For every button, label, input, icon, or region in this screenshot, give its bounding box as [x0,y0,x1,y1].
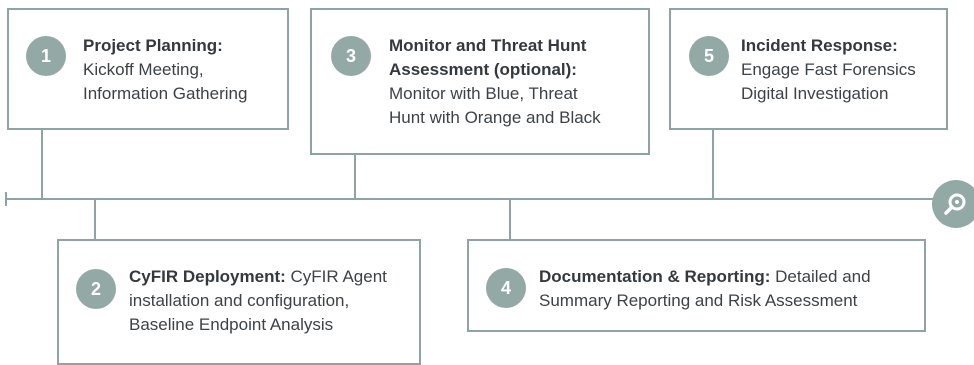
step-4-title-tail: Detailed and [770,267,871,286]
step-5-line-2: Digital Investigation [741,84,889,103]
step-5-title: Incident Response: [741,36,898,55]
magnifier-glyph [944,193,966,215]
step-3-badge: 3 [331,36,371,76]
step-3-title-line-2: Assessment (optional): [389,60,577,79]
step-2-badge: 2 [76,269,116,309]
step-5-text: Incident Response: Engage Fast Forensics… [741,34,946,106]
step-1-badge: 1 [26,36,66,76]
step-4-box: 4 Documentation & Reporting: Detailed an… [467,239,926,332]
step-5-badge: 5 [689,36,729,76]
step-5-box: 5 Incident Response: Engage Fast Forensi… [669,8,948,130]
step-4-line-1: Summary Reporting and Risk Assessment [539,291,858,310]
step-1-text: Project Planning: Kickoff Meeting, Infor… [83,34,288,106]
step-4-title: Documentation & Reporting: [539,267,771,286]
step-2-title: CyFIR Deployment: [129,267,286,286]
step-1-line-1: Kickoff Meeting, [83,60,204,79]
step-4-badge: 4 [486,268,526,308]
step-1-title: Project Planning: [83,36,223,55]
step-4-text: Documentation & Reporting: Detailed and … [539,265,924,313]
step-2-box: 2 CyFIR Deployment: CyFIR Agent installa… [57,239,421,365]
step-3-line-2: Hunt with Orange and Black [389,108,601,127]
step-2-title-tail: CyFIR Agent [285,267,387,286]
step-5-line-1: Engage Fast Forensics [741,60,916,79]
step-3-text: Monitor and Threat Hunt Assessment (opti… [389,34,647,130]
timeline-connectors [5,129,935,240]
step-2-line-1: installation and configuration, [129,291,350,310]
step-3-title-line-1: Monitor and Threat Hunt [389,36,587,55]
step-1-line-2: Information Gathering [83,84,248,103]
step-2-line-2: Baseline Endpoint Analysis [129,315,334,334]
step-1-box: 1 Project Planning: Kickoff Meeting, Inf… [7,8,289,130]
magnifier-icon [932,180,974,228]
step-2-text: CyFIR Deployment: CyFIR Agent installati… [129,265,419,337]
step-3-box: 3 Monitor and Threat Hunt Assessment (op… [310,8,650,155]
step-3-line-1: Monitor with Blue, Threat [389,84,578,103]
